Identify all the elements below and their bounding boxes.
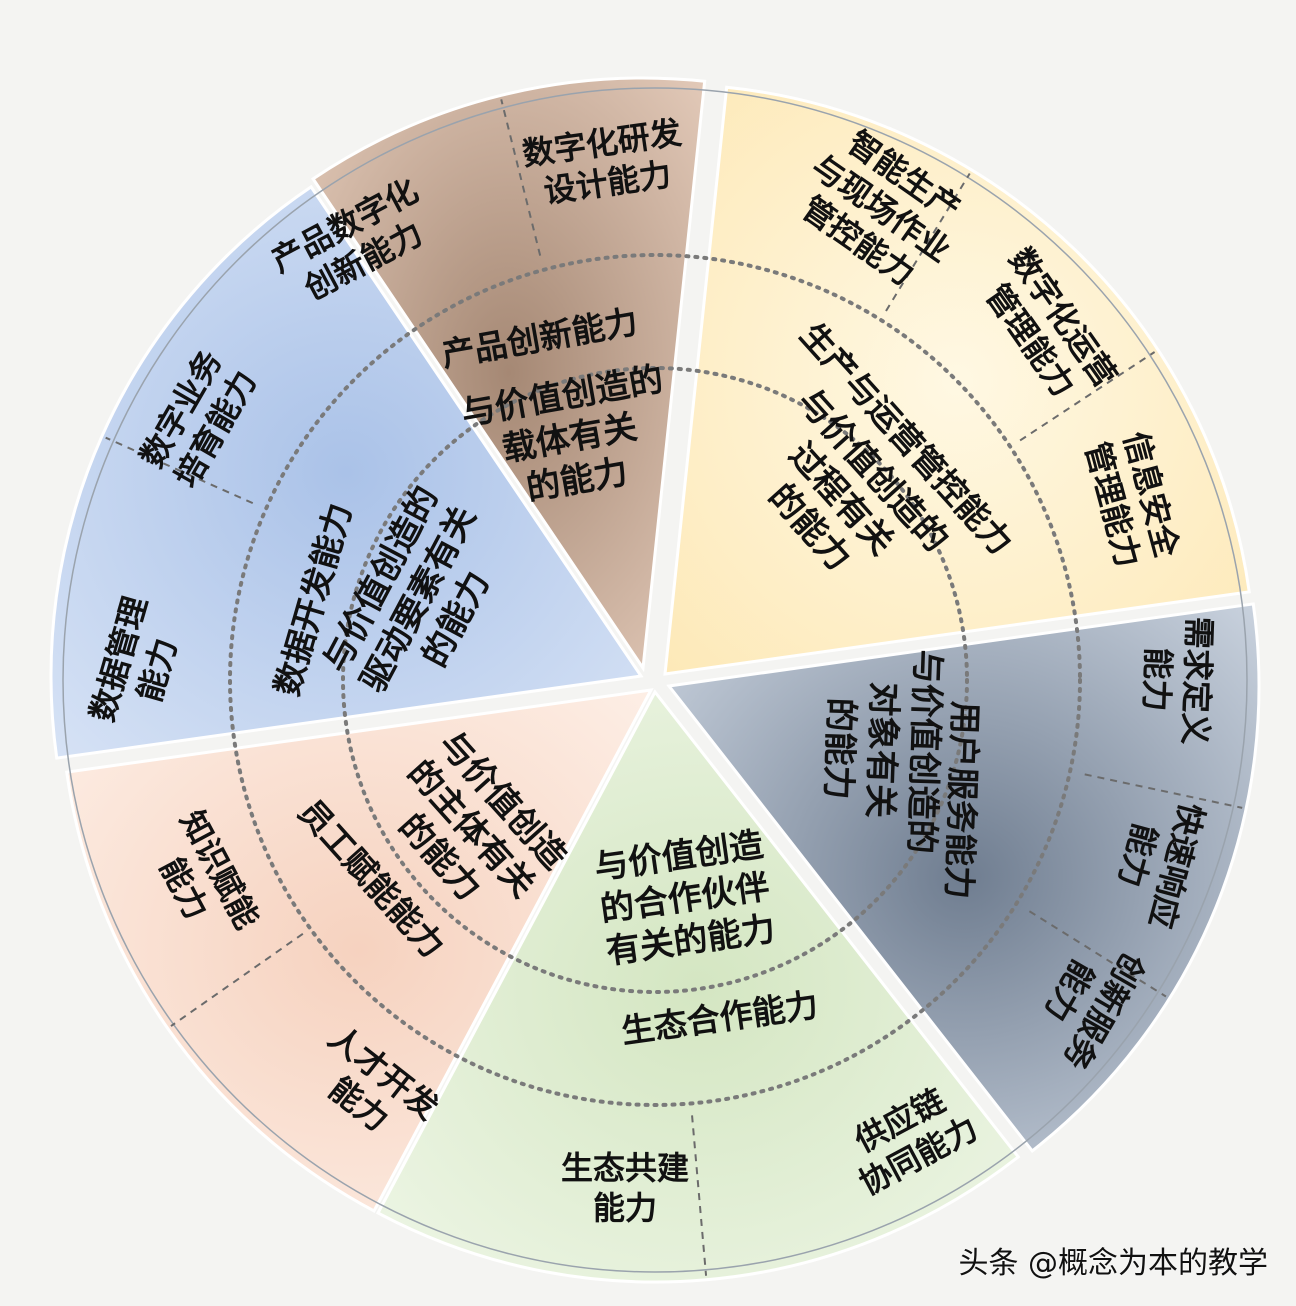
- outer-divider-product-0: [500, 99, 542, 256]
- outer-divider-data-0: [105, 436, 254, 505]
- outer-dotted-ring: [228, 253, 1082, 1107]
- outer-divider-staff-0: [170, 932, 304, 1027]
- outer-label-user-0-line: 需求定义: [1176, 616, 1218, 745]
- inner-dotted-ring: [341, 366, 969, 994]
- core-label-user-line: 与价值创造的: [900, 649, 947, 854]
- outer-label-ecology-1-line: 能力: [593, 1189, 657, 1227]
- outer-divider-user-1: [1028, 910, 1167, 998]
- outer-divider-user-0: [1084, 773, 1243, 809]
- outer-divider-ecology-0: [691, 1115, 708, 1276]
- outer-divider-production-1: [1019, 351, 1156, 442]
- sector-user: [666, 602, 1261, 1154]
- sector-product: [310, 76, 707, 673]
- sector-production: [663, 85, 1251, 676]
- sector-data: [49, 184, 644, 760]
- middle-label-user: 用户服务能力: [939, 700, 985, 899]
- sector-ecology: [375, 689, 1021, 1284]
- wheel-outline: [62, 87, 1248, 1273]
- core-label-user-line: 的能力: [817, 697, 861, 800]
- outer-label-user-0-line: 能力: [1137, 647, 1177, 712]
- outer-divider-production-0: [885, 172, 971, 312]
- sector-staff: [65, 688, 654, 1213]
- watermark-text: 头条 @概念为本的教学: [958, 1246, 1268, 1281]
- outer-label-ecology-1-line: 生态共建: [561, 1149, 689, 1187]
- middle-label-user-line: 用户服务能力: [939, 700, 985, 899]
- core-label-user-line: 对象有关: [859, 681, 904, 818]
